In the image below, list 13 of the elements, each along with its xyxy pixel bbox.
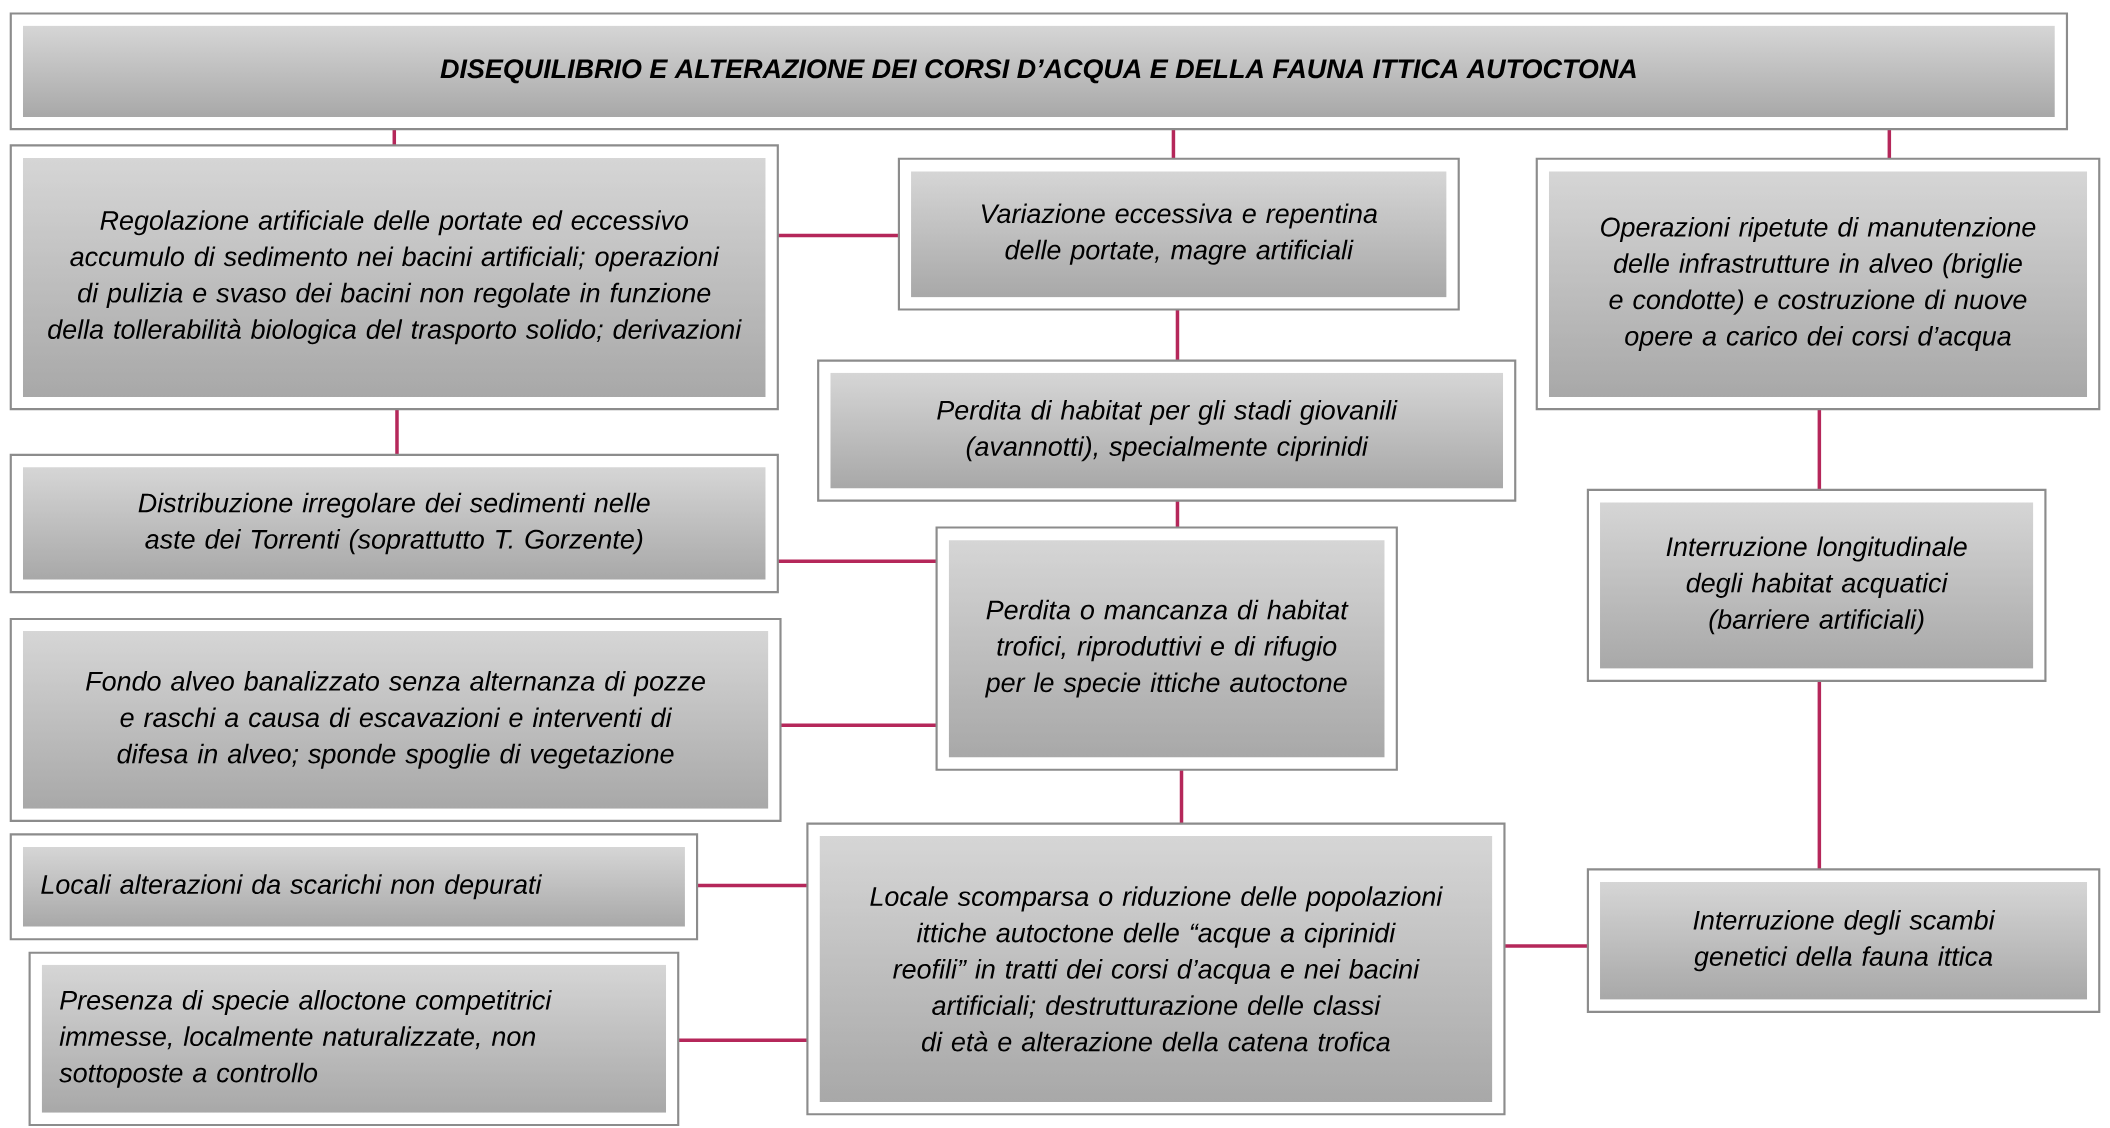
process-box: Perdita di habitat per gli stadi giovanili (avannotti), specialmente ciprinidi (817, 359, 1517, 502)
process-box: Locali alterazioni da scarichi non depurati (9, 833, 699, 941)
process-box: Presenza di specie alloctone competitrici immesse, localmente naturalizzate, non sottoposte a controllo (28, 951, 680, 1127)
process-box: Regolazione artificiale delle portate ed eccessivo accumulo di sedimento nei bacini artificiali; operazioni di pulizia e svaso dei bacini non regolate in funzione della tollerabilità biologica del trasporto solido; derivazioni (9, 144, 779, 411)
process-box: Operazioni ripetute di manutenzione delle infrastrutture in alveo (briglie e condotte) e costruzione di nuove opere a carico dei corsi d’acqua (1535, 157, 2101, 411)
title-box: DISEQUILIBRIO E ALTERAZIONE DEI CORSI D’ACQUA E DELLA FAUNA ITTICA AUTOCTONA (9, 12, 2069, 131)
process-box: Perdita o mancanza di habitat trofici, riproduttivi e di rifugio per le specie ittiche autoctone (935, 526, 1398, 771)
process-box: Variazione eccessiva e repentina delle portate, magre artificiali (897, 157, 1460, 311)
process-box: Locale scomparsa o riduzione delle popolazioni ittiche autoctone delle “acque a ciprinidi reofili” in tratti dei corsi d’acqua e nei bacini artificiali; destrutturazione delle classi di età e alterazione della catena trofica (806, 822, 1506, 1116)
process-box: Fondo alveo banalizzato senza alternanza di pozze e raschi a causa di escavazioni e interventi di difesa in alveo; sponde spoglie di vegetazione (9, 618, 782, 823)
process-box: Distribuzione irregolare dei sedimenti nelle aste dei Torrenti (soprattutto T. Gorzente) (9, 453, 779, 594)
process-box: Interruzione degli scambi genetici della fauna ittica (1586, 868, 2101, 1014)
process-box: Interruzione longitudinale degli habitat acquatici (barriere artificiali) (1586, 488, 2047, 683)
